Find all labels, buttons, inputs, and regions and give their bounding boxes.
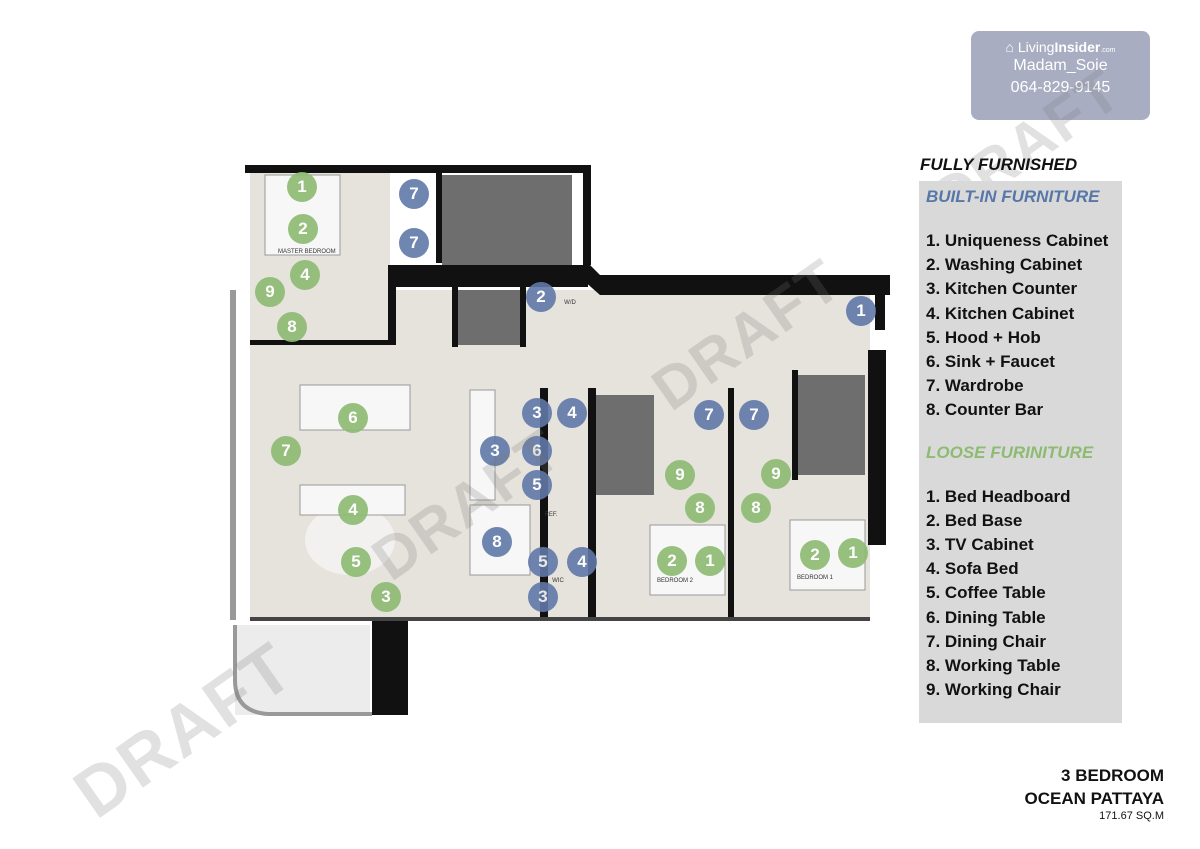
built-in-marker: 5	[528, 547, 558, 577]
unit-type: 3 BEDROOM	[1061, 766, 1164, 785]
legend-item: 1. Uniqueness Cabinet	[926, 231, 1109, 250]
built-in-list: 1. Uniqueness Cabinet 2. Washing Cabinet…	[919, 229, 1122, 423]
brand-logo: ⌂ LivingInsider.com	[1005, 39, 1116, 55]
legend-item: 2. Bed Base	[926, 510, 1023, 530]
room-label-ref: REF.	[544, 512, 558, 518]
loose-list: 1. Bed Headboard 2. Bed Base 3. TV Cabin…	[919, 485, 1122, 703]
legend-item: 8. Counter Bar	[926, 400, 1044, 420]
built-in-marker: 3	[528, 582, 558, 612]
legend-item: 8. Working Table	[926, 656, 1061, 676]
loose-marker: 9	[665, 460, 695, 490]
loose-marker: 4	[338, 495, 368, 525]
brand-light: Living	[1017, 39, 1055, 55]
legend-item: 9. Working Chair	[926, 680, 1061, 700]
built-in-marker: 7	[694, 400, 724, 430]
room-label-bedroom-1: BEDROOM 1	[796, 575, 833, 581]
loose-marker: 1	[695, 546, 725, 576]
legend-item: 5. Hood + Hob	[926, 327, 1041, 347]
built-in-marker: 4	[557, 398, 587, 428]
legend-title: FULLY FURNISHED	[920, 155, 1078, 174]
built-in-heading: BUILT-IN FURNITURE	[926, 187, 1100, 206]
room-label-bedroom-2: BEDROOM 2	[656, 578, 693, 584]
loose-marker: 6	[338, 403, 368, 433]
built-in-marker: 6	[522, 436, 552, 466]
legend-item: 1. Bed Headboard	[926, 486, 1071, 506]
built-in-marker: 2	[526, 282, 556, 312]
built-in-marker: 8	[482, 527, 512, 557]
walls	[230, 165, 890, 716]
loose-marker: 8	[277, 312, 307, 342]
legend-item: 2. Washing Cabinet	[926, 255, 1083, 275]
floor-plan	[230, 165, 890, 716]
built-in-marker: 1	[846, 296, 876, 326]
loose-marker: 4	[290, 260, 320, 290]
agent-phone: 064-829-9145	[1010, 79, 1111, 96]
built-in-marker: 5	[522, 470, 552, 500]
built-in-marker: 7	[399, 179, 429, 209]
loose-marker: 9	[761, 459, 791, 489]
room-label-master-bedroom: MASTER BEDROOM	[278, 249, 336, 255]
loose-marker: 1	[838, 538, 868, 568]
loose-marker: 1	[287, 172, 317, 202]
legend-item: 4. Kitchen Cabinet	[926, 303, 1075, 323]
loose-marker: 5	[341, 547, 371, 577]
loose-marker: 7	[271, 436, 301, 466]
built-in-marker: 3	[480, 436, 510, 466]
loose-marker: 2	[657, 546, 687, 576]
loose-heading: LOOSE FURINITURE	[926, 442, 1094, 462]
legend-item: 5. Coffee Table	[926, 583, 1046, 603]
loose-marker: 8	[685, 493, 715, 523]
built-in-marker: 7	[399, 228, 429, 258]
agent-name: Madam_Soie	[1013, 57, 1108, 74]
legend-item: 3. TV Cabinet	[926, 535, 1034, 555]
legend-item: 7. Dining Chair	[926, 631, 1046, 651]
furniture-legend: BUILT-IN FURNITURE 1. Uniqueness Cabinet…	[919, 181, 1122, 723]
unit-area: 171.67 SQ.M	[1099, 810, 1164, 822]
unit-info: 3 BEDROOM OCEAN PATTAYA 171.67 SQ.M	[1025, 764, 1165, 822]
loose-marker: 9	[255, 277, 285, 307]
legend-item: 6. Sink + Faucet	[926, 352, 1055, 372]
built-in-marker: 3	[522, 398, 552, 428]
room-label-wd: W/D	[564, 300, 576, 306]
loose-marker: 2	[800, 540, 830, 570]
loose-marker: 8	[741, 493, 771, 523]
legend-item: 4. Sofa Bed	[926, 559, 1019, 579]
brand-bold: Insider	[1054, 39, 1101, 55]
brand-suffix: .com	[1100, 47, 1116, 54]
project-name: OCEAN PATTAYA	[1024, 789, 1165, 808]
legend-item: 7. Wardrobe	[926, 376, 1024, 396]
loose-marker: 2	[288, 214, 318, 244]
watermark-logo-badge: ⌂ LivingInsider.com Madam_Soie 064-829-9…	[971, 31, 1150, 120]
legend-item: 6. Dining Table	[926, 607, 1046, 627]
built-in-marker: 4	[567, 547, 597, 577]
loose-marker: 3	[371, 582, 401, 612]
legend-item: 3. Kitchen Counter	[926, 279, 1078, 299]
room-label-wic: WIC	[552, 578, 564, 584]
built-in-marker: 7	[739, 400, 769, 430]
floor-areas	[235, 170, 870, 715]
